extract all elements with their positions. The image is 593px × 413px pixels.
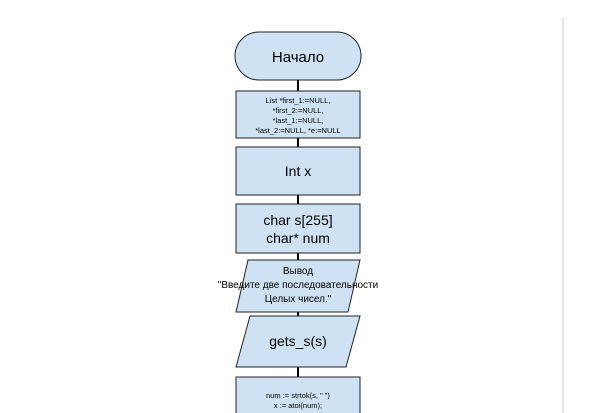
init-lists-line-2: *first_2:=NULL, <box>272 106 323 115</box>
process-parse-line-1: num := strtok(s, " ") <box>266 391 330 400</box>
process-parse-block: num := strtok(s, " ") x := atoi(num); <box>235 376 361 413</box>
declare-x-shape <box>235 146 361 196</box>
init-lists-shape <box>235 90 361 139</box>
input-gets-shape <box>235 315 361 368</box>
declare-strings-line-1: char s[255] <box>263 212 332 228</box>
declare-strings-line-2: char* num <box>266 230 330 246</box>
declare-x-label: Int x <box>285 163 311 179</box>
output-prompt-line-3: Целых чисел." <box>265 294 332 305</box>
start-terminator: Начало <box>234 31 362 81</box>
init-lists-line-4: *last_2:=NULL, *e:=NULL <box>255 126 340 135</box>
declare-x-block: Int x <box>235 146 361 196</box>
input-gets-label: gets_s(s) <box>269 333 327 349</box>
init-lists-block: List *first_1:=NULL, *first_2:=NULL, *la… <box>235 90 361 139</box>
declare-strings-block: char s[255] char* num <box>235 203 361 254</box>
start-label: Начало <box>272 49 324 66</box>
input-gets-block: gets_s(s) <box>235 315 361 368</box>
output-prompt-line-1: Вывод <box>283 266 313 277</box>
output-prompt-line-2: "Введите две последовательности <box>218 280 378 291</box>
declare-strings-shape <box>235 203 361 254</box>
init-lists-line-3: *last_1:=NULL, <box>273 116 324 125</box>
output-prompt-shape <box>235 259 361 313</box>
init-lists-line-1: List *first_1:=NULL, <box>266 96 331 105</box>
process-parse-shape <box>235 376 361 413</box>
start-terminator-shape <box>234 31 362 81</box>
output-prompt-block: Вывод "Введите две последовательности Це… <box>218 259 378 313</box>
process-parse-line-2: x := atoi(num); <box>274 401 322 410</box>
